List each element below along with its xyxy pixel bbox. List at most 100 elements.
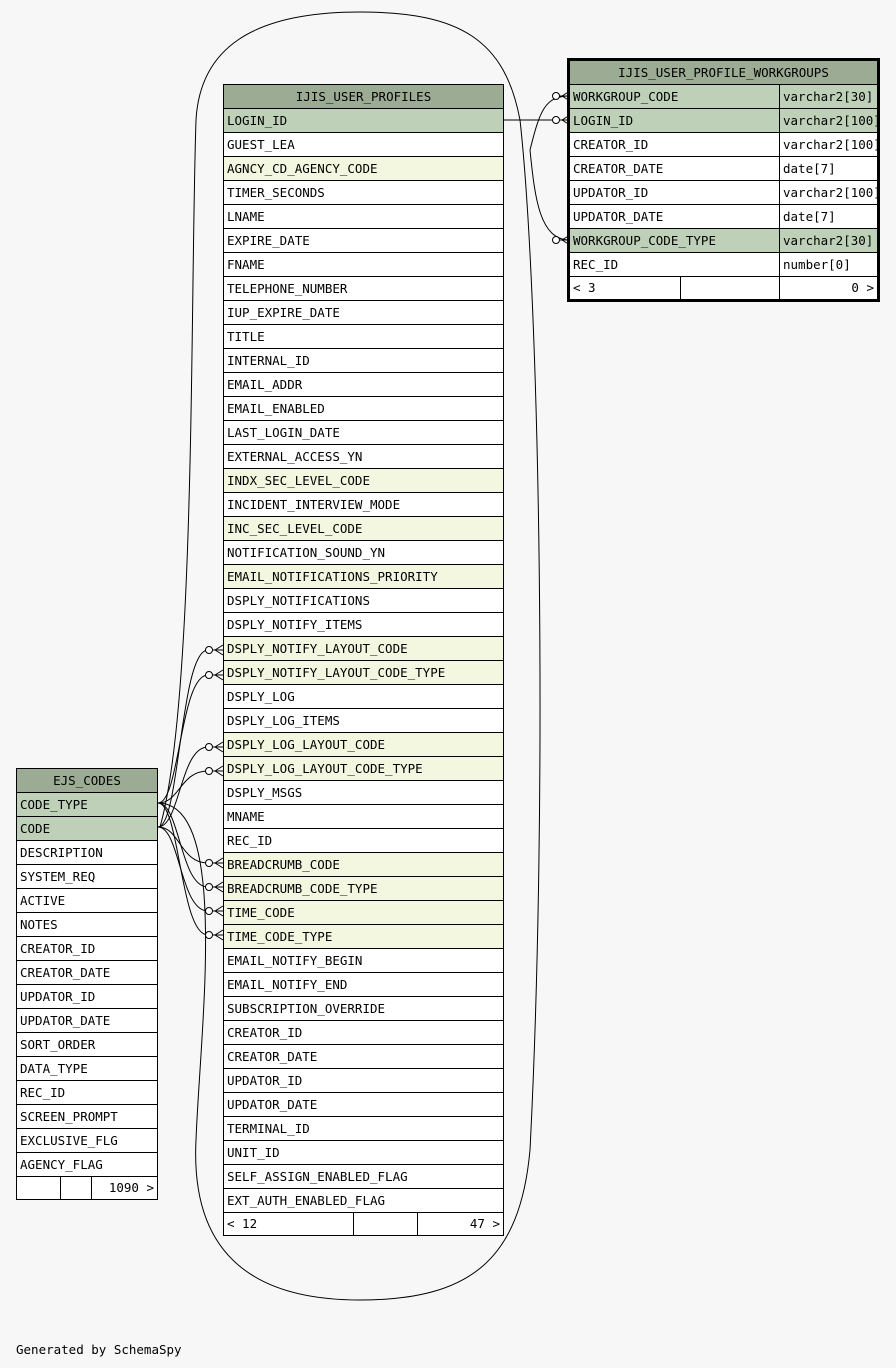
column-row[interactable]: TIME_CODE_TYPE: [224, 925, 503, 949]
column-row[interactable]: GUEST_LEA: [224, 133, 503, 157]
column-name: WORKGROUP_CODE: [573, 89, 679, 104]
fk-edge-end-optional-marker: [205, 883, 213, 891]
column-row[interactable]: AGNCY_CD_AGENCY_CODE: [224, 157, 503, 181]
column-row[interactable]: REC_ID: [224, 829, 503, 853]
table-title[interactable]: EJS_CODES: [17, 769, 157, 793]
column-name: CREATOR_DATE: [227, 1049, 318, 1064]
column-row[interactable]: LNAME: [224, 205, 503, 229]
column-row[interactable]: INDX_SEC_LEVEL_CODE: [224, 469, 503, 493]
column-type: varchar2[100]: [779, 133, 877, 156]
column-name: REC_ID: [227, 833, 273, 848]
table-title[interactable]: IJIS_USER_PROFILES: [224, 85, 503, 109]
column-row[interactable]: DSPLY_LOG: [224, 685, 503, 709]
column-row[interactable]: SELF_ASSIGN_ENABLED_FLAG: [224, 1165, 503, 1189]
column-name: TELEPHONE_NUMBER: [227, 281, 348, 296]
column-row[interactable]: AGENCY_FLAG: [17, 1153, 157, 1177]
column-row[interactable]: EMAIL_NOTIFY_END: [224, 973, 503, 997]
column-row[interactable]: INTERNAL_ID: [224, 349, 503, 373]
column-name: IUP_EXPIRE_DATE: [227, 305, 340, 320]
column-row[interactable]: CREATOR_DATE: [17, 961, 157, 985]
column-type: number[0]: [779, 253, 877, 276]
column-row[interactable]: CREATOR_DATE: [224, 1045, 503, 1069]
column-row[interactable]: UPDATOR_DATE: [17, 1009, 157, 1033]
column-name: CREATOR_DATE: [20, 965, 111, 980]
column-row[interactable]: DSPLY_NOTIFY_LAYOUT_CODE_TYPE: [224, 661, 503, 685]
column-row[interactable]: DSPLY_NOTIFY_ITEMS: [224, 613, 503, 637]
column-row[interactable]: LOGIN_ID: [224, 109, 503, 133]
column-row[interactable]: INCIDENT_INTERVIEW_MODE: [224, 493, 503, 517]
column-row[interactable]: DSPLY_NOTIFY_LAYOUT_CODE: [224, 637, 503, 661]
column-row[interactable]: EXTERNAL_ACCESS_YN: [224, 445, 503, 469]
column-row[interactable]: SUBSCRIPTION_OVERRIDE: [224, 997, 503, 1021]
column-row[interactable]: EXCLUSIVE_FLG: [17, 1129, 157, 1153]
column-row[interactable]: SCREEN_PROMPT: [17, 1105, 157, 1129]
workgroup-code-type-edge: [529, 149, 571, 241]
column-row[interactable]: TERMINAL_ID: [224, 1117, 503, 1141]
column-row[interactable]: EMAIL_NOTIFICATIONS_PRIORITY: [224, 565, 503, 589]
column-row[interactable]: UPDATOR_ID: [224, 1069, 503, 1093]
table-title[interactable]: IJIS_USER_PROFILE_WORKGROUPS: [570, 61, 877, 85]
column-row[interactable]: CODE: [17, 817, 157, 841]
column-row[interactable]: UPDATOR_DATE: [224, 1093, 503, 1117]
column-name: UPDATOR_DATE: [20, 1013, 111, 1028]
column-row[interactable]: BREADCRUMB_CODE_TYPE: [224, 877, 503, 901]
column-name: TIME_CODE: [227, 905, 295, 920]
fk-edge-end-optional-marker: [205, 646, 213, 654]
column-row[interactable]: DSPLY_NOTIFICATIONS: [224, 589, 503, 613]
column-row[interactable]: DESCRIPTION: [17, 841, 157, 865]
column-row[interactable]: EXT_AUTH_ENABLED_FLAG: [224, 1189, 503, 1213]
column-row[interactable]: BREADCRUMB_CODE: [224, 853, 503, 877]
column-row[interactable]: LAST_LOGIN_DATE: [224, 421, 503, 445]
column-row[interactable]: INC_SEC_LEVEL_CODE: [224, 517, 503, 541]
column-name: EXTERNAL_ACCESS_YN: [227, 449, 363, 464]
fk-edge-end-many-marker: [213, 905, 224, 917]
column-row[interactable]: IUP_EXPIRE_DATE: [224, 301, 503, 325]
column-row[interactable]: NOTIFICATION_SOUND_YN: [224, 541, 503, 565]
column-row[interactable]: TELEPHONE_NUMBER: [224, 277, 503, 301]
column-row[interactable]: EMAIL_ENABLED: [224, 397, 503, 421]
fk-edge-end-optional-marker: [205, 671, 213, 679]
column-row[interactable]: REC_ID: [17, 1081, 157, 1105]
column-row[interactable]: DATA_TYPE: [17, 1057, 157, 1081]
column-row[interactable]: SYSTEM_REQ: [17, 865, 157, 889]
footer-parents-count: < 3: [570, 277, 681, 299]
column-name: EMAIL_NOTIFY_END: [227, 977, 348, 992]
column-row[interactable]: TITLE: [224, 325, 503, 349]
column-row[interactable]: DSPLY_LOG_ITEMS: [224, 709, 503, 733]
column-row[interactable]: SORT_ORDER: [17, 1033, 157, 1057]
fk-edge-end-many-marker: [213, 881, 224, 893]
column-row[interactable]: TIME_CODE: [224, 901, 503, 925]
column-row[interactable]: EXPIRE_DATE: [224, 229, 503, 253]
column-row[interactable]: CREATOR_ID: [17, 937, 157, 961]
column-row[interactable]: MNAME: [224, 805, 503, 829]
column-row[interactable]: DSPLY_LOG_LAYOUT_CODE: [224, 733, 503, 757]
column-name: DSPLY_LOG: [227, 689, 295, 704]
column-row[interactable]: EMAIL_ADDR: [224, 373, 503, 397]
column-row[interactable]: CODE_TYPE: [17, 793, 157, 817]
footer-spacer: [681, 277, 780, 299]
column-row[interactable]: ACTIVE: [17, 889, 157, 913]
column-row[interactable]: UPDATOR_ID: [17, 985, 157, 1009]
column-row[interactable]: CREATOR_ID: [224, 1021, 503, 1045]
column-row[interactable]: DSPLY_MSGS: [224, 781, 503, 805]
column-row[interactable]: UNIT_ID: [224, 1141, 503, 1165]
column-name: DSPLY_NOTIFY_LAYOUT_CODE_TYPE: [227, 665, 446, 680]
column-row[interactable]: DSPLY_LOG_LAYOUT_CODE_TYPE: [224, 757, 503, 781]
column-row[interactable]: NOTES: [17, 913, 157, 937]
table-ijis-user-profile-workgroups[interactable]: IJIS_USER_PROFILE_WORKGROUPS WORKGROUP_C…: [567, 58, 880, 302]
column-row[interactable]: EMAIL_NOTIFY_BEGIN: [224, 949, 503, 973]
column-name: CREATOR_ID: [227, 1025, 303, 1040]
column-row[interactable]: FNAME: [224, 253, 503, 277]
column-row[interactable]: TIMER_SECONDS: [224, 181, 503, 205]
